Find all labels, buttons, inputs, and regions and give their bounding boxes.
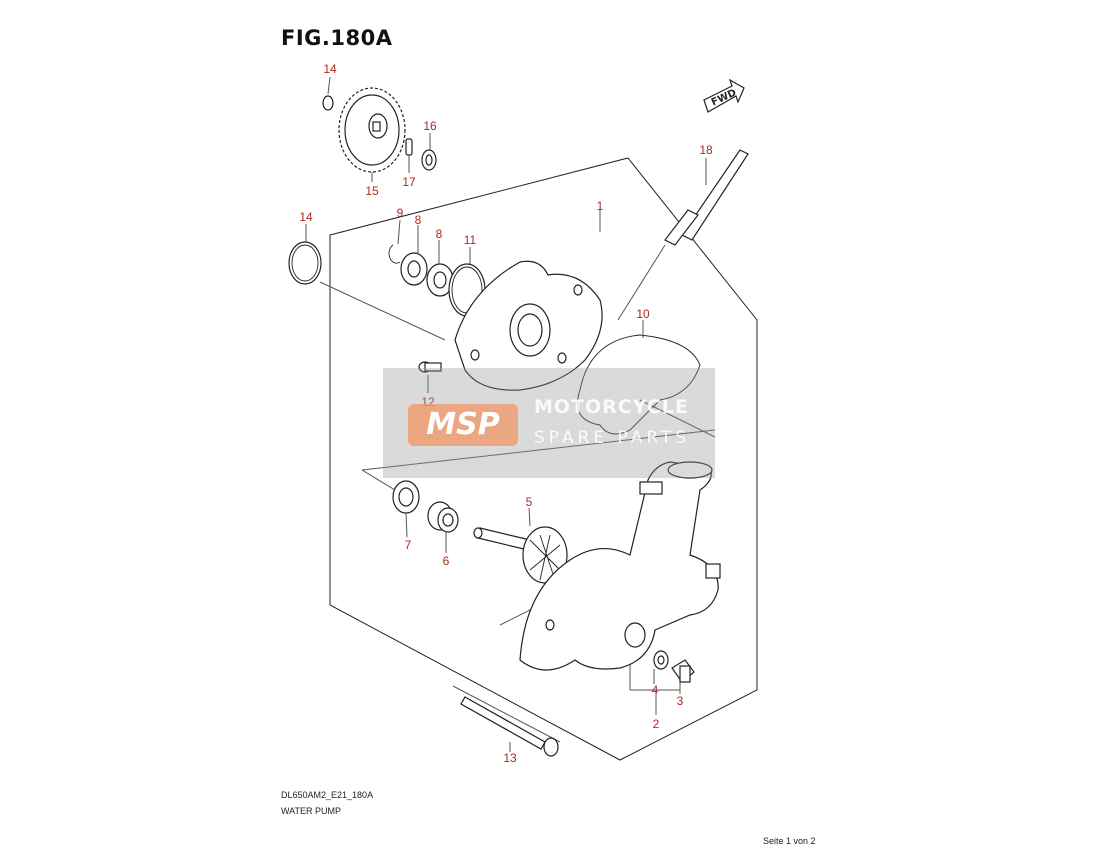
part-8-bearing-a bbox=[400, 252, 428, 286]
callout-leaders bbox=[305, 76, 707, 752]
part-13-long-bolt bbox=[460, 696, 559, 757]
model-code: DL650AM2_E21_180A bbox=[281, 790, 374, 800]
page-info: Seite 1 von 2 bbox=[763, 836, 816, 846]
callout-17: 16 bbox=[423, 119, 437, 133]
part-17-washer bbox=[421, 149, 437, 171]
part-10-gasket bbox=[577, 334, 701, 435]
part-8-bearing-b bbox=[426, 263, 454, 297]
section-name: WATER PUMP bbox=[281, 806, 341, 816]
callout-2: 2 bbox=[653, 717, 660, 731]
part-9-circlip bbox=[388, 244, 401, 264]
callout-7: 7 bbox=[405, 538, 412, 552]
watermark-logo: MSP bbox=[408, 404, 518, 446]
part-6-mechanical-seal bbox=[427, 501, 459, 533]
callout-14: 14 bbox=[299, 210, 313, 224]
callout-10: 10 bbox=[636, 307, 650, 321]
assembly-boundary bbox=[329, 157, 758, 761]
watermark-line-1: MOTORCYCLE bbox=[534, 396, 689, 418]
part-19-hose bbox=[664, 149, 749, 246]
callout-8a: 8 bbox=[415, 213, 422, 227]
callout-4: 4 bbox=[652, 683, 659, 697]
callout-1: 1 bbox=[597, 199, 604, 213]
part-1-pump-cover bbox=[454, 260, 603, 391]
fwd-arrow-icon: FWD bbox=[703, 78, 745, 113]
callout-15: 14 bbox=[323, 62, 337, 76]
callout-labels: 14 15 16 17 18 1 14 9 8 8 11 10 12 5 7 6… bbox=[299, 62, 713, 765]
part-15-circlip bbox=[322, 95, 334, 111]
callout-9: 9 bbox=[397, 206, 404, 220]
callout-16: 15 bbox=[365, 184, 379, 198]
callout-11: 11 bbox=[464, 233, 477, 247]
part-4-washer bbox=[653, 650, 669, 670]
callout-13: 13 bbox=[503, 751, 517, 765]
part-16-pump-gear bbox=[338, 87, 406, 173]
part-12-bolt bbox=[418, 361, 442, 373]
part-14-o-ring bbox=[288, 241, 322, 285]
callout-18: 17 bbox=[402, 175, 416, 189]
callout-3: 3 bbox=[677, 694, 684, 708]
callout-6: 6 bbox=[443, 554, 450, 568]
callout-19: 18 bbox=[699, 143, 713, 157]
figure-title: FIG.180A bbox=[281, 26, 393, 50]
part-2-pump-case bbox=[519, 461, 721, 671]
part-18-pin bbox=[405, 138, 413, 156]
callout-5: 5 bbox=[526, 495, 533, 509]
part-3-bolt bbox=[671, 659, 695, 683]
callout-8b: 8 bbox=[436, 227, 443, 241]
part-7-seal bbox=[392, 480, 420, 514]
watermark-line-2: SPARE PARTS bbox=[534, 428, 691, 448]
